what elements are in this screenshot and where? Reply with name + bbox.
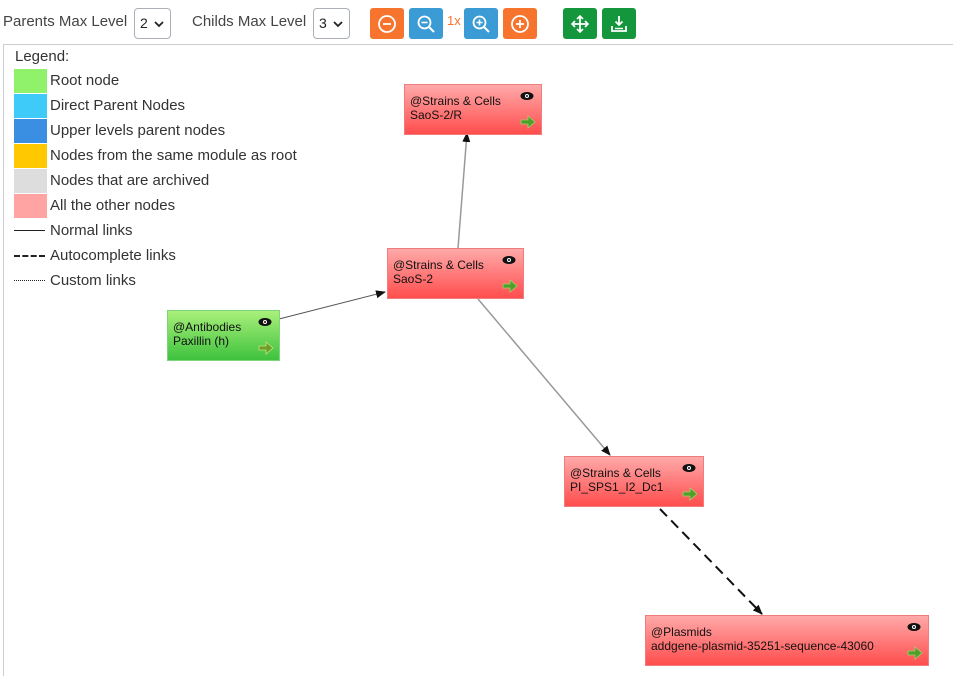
parents-max-level-value: 2 [140,15,148,31]
node-name: PI_SPS1_I2_Dc1 [570,480,664,494]
arrow-right-icon[interactable] [682,487,698,501]
legend-label: Nodes that are archived [50,172,210,189]
link-saos2-pisps [477,298,611,456]
zoom-out-circle-button[interactable] [370,8,404,39]
arrow-right-icon[interactable] [520,115,536,129]
graph-node-plasmid[interactable]: @Plasmids addgene-plasmid-35251-sequence… [645,615,929,666]
minus-circle-icon [378,14,396,33]
childs-max-level-label: Childs Max Level [192,13,307,30]
childs-max-level-select[interactable]: 3 [313,8,350,39]
legend-swatch [14,194,47,218]
eye-icon[interactable] [502,255,516,265]
link-pisps-plasmid [659,508,763,615]
arrow-right-icon[interactable] [258,341,274,355]
legend-label: Direct Parent Nodes [50,97,186,114]
graph-node-pisps[interactable]: @Strains & Cells PI_SPS1_I2_Dc1 [564,456,704,507]
legend-label: All the other nodes [50,197,176,214]
legend-label: Normal links [50,222,133,239]
zoom-out-icon [417,15,435,33]
legend-label: Nodes from the same module as root [50,147,297,164]
node-name: SaoS-2 [393,272,434,286]
legend-label: Upper levels parent nodes [50,122,226,139]
node-module: @Strains & Cells [410,94,501,108]
node-module: @Strains & Cells [393,258,484,272]
legend-label: Autocomplete links [50,247,176,264]
graph-canvas[interactable] [3,44,953,676]
node-name: addgene-plasmid-35251-sequence-43060 [651,639,874,653]
node-module: @Plasmids [651,625,712,639]
node-module: @Strains & Cells [570,466,661,480]
dashed-line-sample [14,255,45,257]
solid-line-sample [14,230,45,231]
legend-swatch [14,144,47,168]
download-button[interactable] [602,8,636,39]
legend-swatch [14,69,47,93]
node-module: @Antibodies [173,320,242,334]
zoom-in-button[interactable] [464,8,498,39]
childs-max-level-value: 3 [319,15,327,31]
arrow-right-icon[interactable] [907,646,923,660]
legend-label: Custom links [50,272,136,289]
legend-swatch [14,94,47,118]
eye-icon[interactable] [907,622,921,632]
zoom-out-button[interactable] [409,8,443,39]
fit-graph-button[interactable] [563,8,597,39]
link-saos2-saos2r [457,132,471,249]
zoom-reset-button[interactable]: 1x [447,13,461,28]
eye-icon[interactable] [258,317,272,327]
parents-max-level-label: Parents Max Level [3,13,128,30]
plus-circle-icon [511,14,529,33]
chevron-down-icon [154,21,164,28]
graph-node-saos2r[interactable]: @Strains & Cells SaoS-2/R [404,84,542,135]
graph-node-saos2[interactable]: @Strains & Cells SaoS-2 [387,248,524,299]
parents-max-level-select[interactable]: 2 [134,8,171,39]
legend-swatch [14,119,47,143]
node-name: Paxillin (h) [173,334,230,348]
arrow-right-icon[interactable] [502,279,518,293]
chevron-down-icon [333,21,343,28]
zoom-in-circle-button[interactable] [503,8,537,39]
legend-title: Legend: [15,48,70,65]
legend-label: Root node [50,72,120,89]
legend-swatch [14,169,47,193]
eye-icon[interactable] [682,463,696,473]
dotted-line-sample [14,280,45,281]
link-paxillin-saos2 [278,290,386,320]
graph-toolbar: Parents Max Level 2 Childs Max Level 3 1… [0,0,953,44]
graph-node-paxillin[interactable]: @Antibodies Paxillin (h) [167,310,280,361]
node-name: SaoS-2/R [410,108,463,122]
eye-icon[interactable] [520,91,534,101]
move-arrows-icon [570,14,590,33]
download-icon [611,15,627,32]
zoom-in-icon [472,15,490,33]
